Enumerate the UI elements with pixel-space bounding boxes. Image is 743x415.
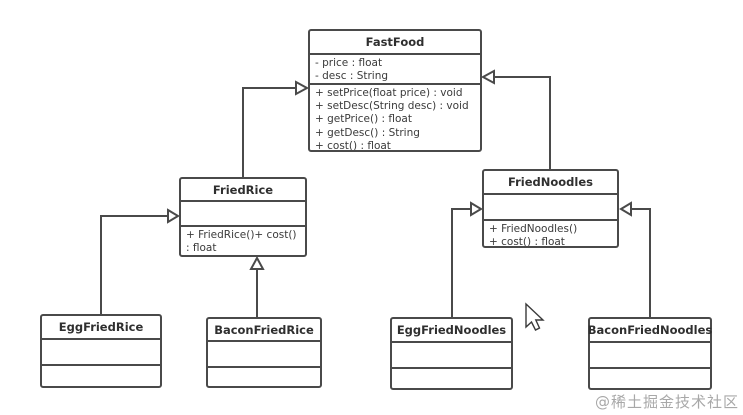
class-name: BaconFriedRice: [208, 319, 320, 342]
attribute-text: - price : float: [315, 57, 383, 69]
class-name: EggFriedNoodles: [392, 319, 511, 343]
methods-compartment: [42, 366, 160, 386]
hollow-triangle-arrowhead: [470, 201, 483, 217]
class-box-eggfriednoodles[interactable]: EggFriedNoodles: [390, 317, 513, 390]
attribute-text: - desc : String: [315, 70, 389, 82]
attributes-compartment: [392, 343, 511, 369]
hollow-triangle-arrowhead: [480, 69, 495, 85]
inheritance-arrow-eggfriednoodles-friednoodles: [451, 201, 483, 318]
attributes-compartment: [181, 202, 305, 227]
class-name: BaconFriedNoodles: [588, 319, 712, 343]
method-text: + cost() : float: [489, 236, 565, 246]
class-box-friednoodles[interactable]: FriedNoodles + FriedNoodles() + cost() :…: [482, 169, 619, 248]
attributes-compartment: [590, 343, 710, 369]
class-box-eggfriedrice[interactable]: EggFriedRice: [40, 314, 162, 388]
method-text: + FriedRice()+ cost(): [186, 229, 297, 241]
attributes-compartment: [484, 195, 617, 221]
watermark-text: @稀土掘金技术社区: [594, 393, 739, 411]
methods-compartment: + FriedRice()+ cost() : float: [181, 227, 305, 255]
class-box-baconfriedrice[interactable]: BaconFriedRice: [206, 317, 322, 388]
inheritance-arrow-baconfriednoodles-friednoodles: [619, 201, 651, 318]
attributes-compartment: [208, 342, 320, 368]
method-text: : float: [186, 242, 217, 255]
methods-compartment: + setPrice(float price) : void + setDesc…: [310, 85, 480, 150]
class-box-fastfood[interactable]: FastFood - price : float - desc : String…: [308, 29, 482, 152]
attributes-compartment: - price : float - desc : String: [310, 55, 480, 85]
methods-compartment: [208, 368, 320, 386]
method-text: + cost() : float: [315, 139, 391, 150]
methods-compartment: + FriedNoodles() + cost() : float: [484, 221, 617, 246]
method-text: + getDesc() : String: [315, 126, 420, 139]
mouse-cursor-icon: [525, 302, 545, 331]
class-box-baconfriednoodles[interactable]: BaconFriedNoodles: [588, 317, 712, 390]
inheritance-arrow-eggfriedrice-friedrice: [100, 208, 180, 315]
hollow-triangle-arrowhead: [619, 201, 632, 217]
class-name: FastFood: [310, 31, 480, 55]
method-text: + setDesc(String desc) : void: [315, 100, 469, 113]
class-name: EggFriedRice: [42, 316, 160, 340]
method-text: + getPrice() : float: [315, 113, 412, 126]
hollow-triangle-arrowhead: [167, 208, 180, 224]
inheritance-arrow-friedrice-fastfood: [242, 80, 310, 177]
class-name: FriedNoodles: [484, 171, 617, 195]
inheritance-arrow-baconfriedrice-friedrice: [249, 255, 265, 318]
hollow-triangle-arrowhead: [249, 255, 265, 270]
attributes-compartment: [42, 340, 160, 366]
class-box-friedrice[interactable]: FriedRice + FriedRice()+ cost() : float: [179, 177, 307, 257]
hollow-triangle-arrowhead: [295, 80, 310, 96]
inheritance-arrow-friednoodles-fastfood: [480, 69, 551, 169]
methods-compartment: [590, 369, 710, 388]
class-name: FriedRice: [181, 179, 305, 202]
methods-compartment: [392, 369, 511, 388]
method-text: + setPrice(float price) : void: [315, 87, 463, 99]
method-text: + FriedNoodles(): [489, 223, 578, 235]
